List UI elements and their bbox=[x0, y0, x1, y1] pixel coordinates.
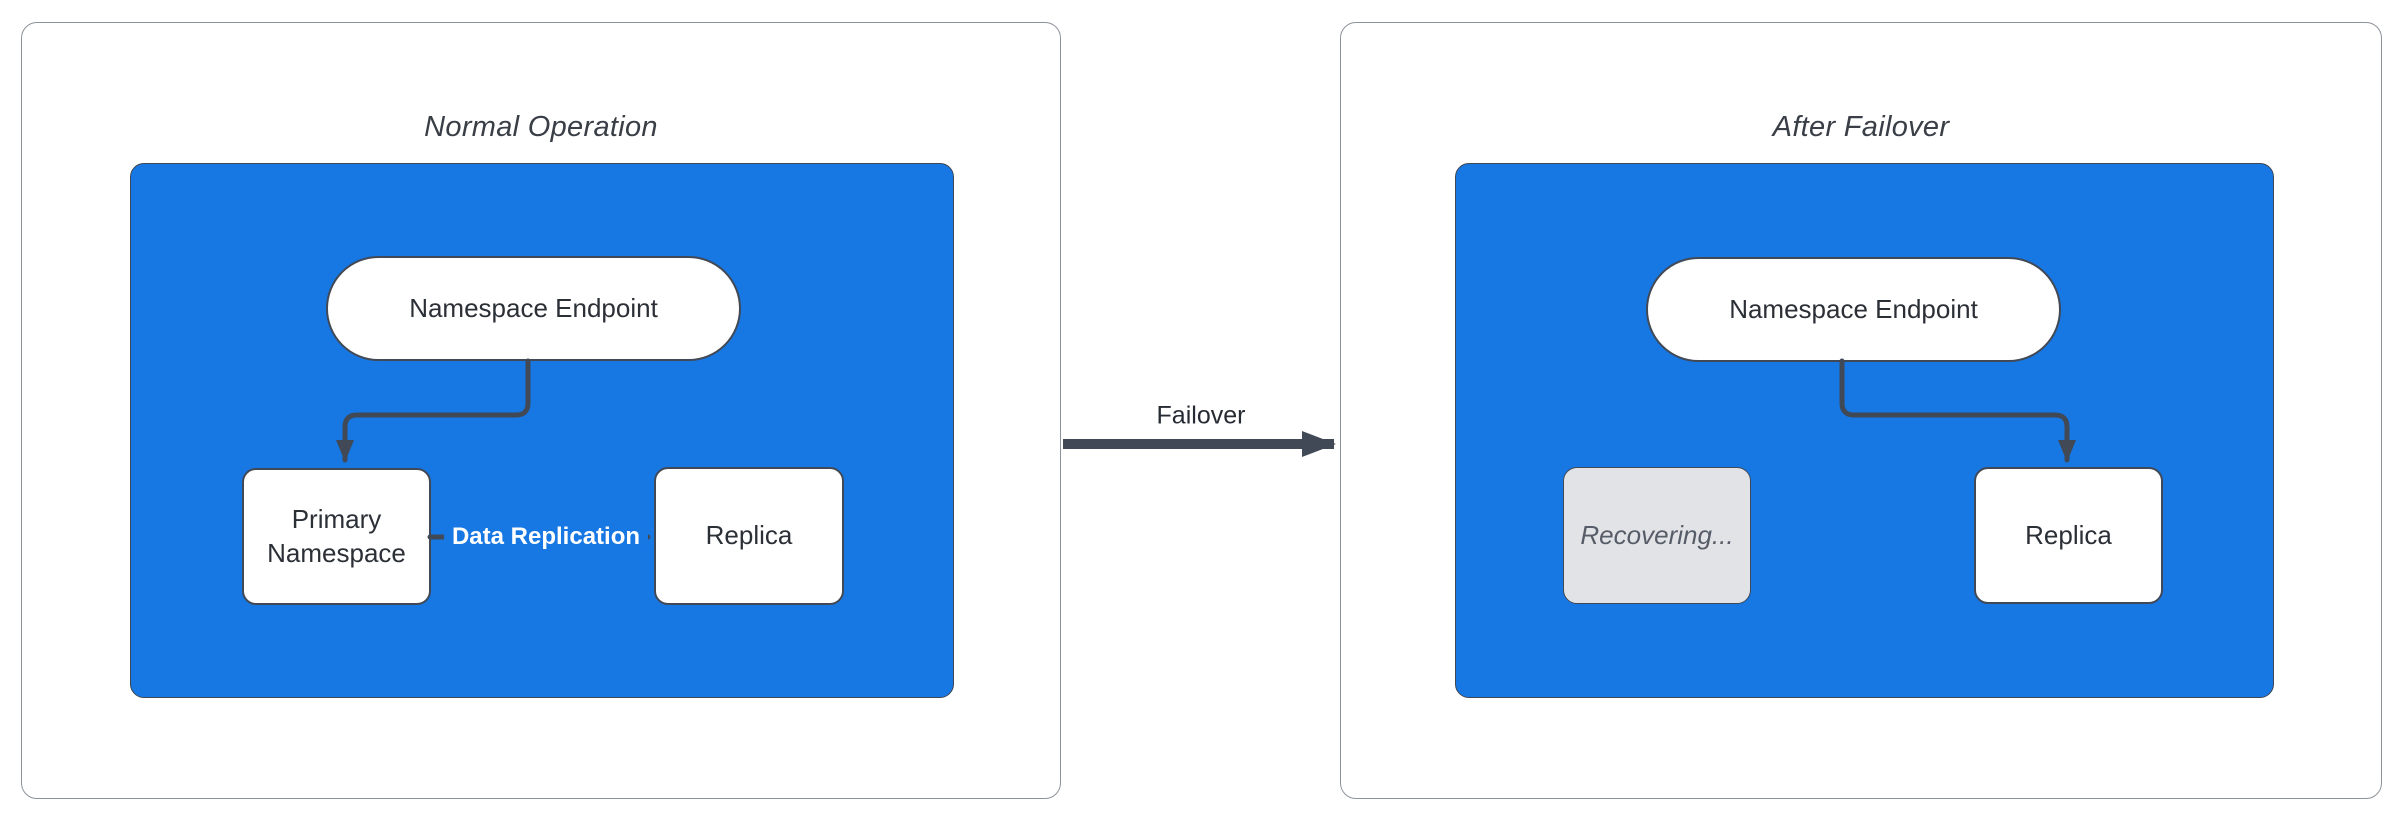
node-namespace-endpoint: Namespace Endpoint bbox=[1646, 257, 2061, 362]
panel-normal-operation: Normal Operation Namespace Endpoint Prim… bbox=[21, 22, 1061, 799]
node-label: Primary Namespace bbox=[267, 503, 406, 568]
cluster-namespace-normal bbox=[130, 163, 954, 698]
panel-title: Normal Operation bbox=[424, 111, 658, 143]
panel-title: After Failover bbox=[1772, 111, 1950, 143]
node-label: Namespace Endpoint bbox=[409, 292, 658, 323]
node-namespace-endpoint: Namespace Endpoint bbox=[326, 256, 741, 361]
node-primary-namespace: Primary Namespace bbox=[242, 468, 431, 605]
panel-after-failover: After Failover Namespace Endpoint Recove… bbox=[1340, 22, 2382, 799]
node-replica-left: Replica bbox=[654, 467, 844, 605]
cluster-namespace-failover bbox=[1455, 163, 2274, 698]
node-label: Namespace Endpoint bbox=[1729, 293, 1978, 324]
node-replica-right: Replica bbox=[1974, 467, 2163, 604]
node-label: Replica bbox=[2025, 519, 2112, 550]
node-recovering: Recovering... bbox=[1563, 467, 1751, 604]
node-label: Replica bbox=[705, 520, 793, 551]
edge-label-failover: Failover bbox=[1156, 401, 1246, 430]
node-label: Recovering... bbox=[1580, 519, 1734, 550]
edge-label-data-replication: Data Replication bbox=[443, 521, 649, 553]
